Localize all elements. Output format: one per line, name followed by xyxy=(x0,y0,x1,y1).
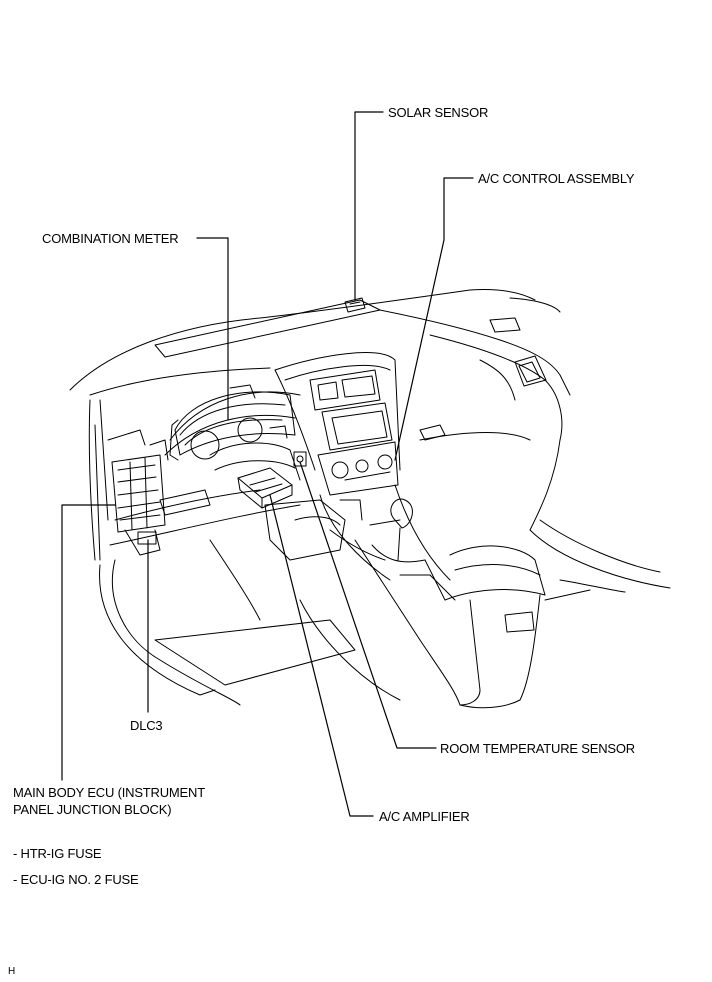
combination-meter-graphic xyxy=(169,384,296,461)
ac-amplifier-label: A/C AMPLIFIER xyxy=(379,809,470,824)
ac-amplifier-graphic xyxy=(237,467,293,509)
solar-sensor-label: SOLAR SENSOR xyxy=(388,105,489,120)
ac-control-assembly-label: A/C CONTROL ASSEMBLY xyxy=(478,171,635,186)
combination-meter-label: COMBINATION METER xyxy=(42,231,179,246)
figure-code: H xyxy=(8,966,16,977)
leader-ac-control xyxy=(394,177,474,461)
dashboard-outline xyxy=(69,289,671,709)
leader-solar-sensor xyxy=(354,111,384,301)
htr-ig-fuse-label: - HTR-IG FUSE xyxy=(13,846,102,861)
solar-sensor-graphic xyxy=(344,297,366,313)
main-body-ecu-graphic xyxy=(107,429,169,556)
main-body-ecu-label-line1: MAIN BODY ECU (INSTRUMENT xyxy=(13,785,205,800)
leader-lines xyxy=(61,111,474,817)
leader-combination-meter xyxy=(196,237,229,421)
leader-main-body-ecu xyxy=(61,504,116,781)
leader-room-temp xyxy=(299,461,437,749)
dlc3-label: DLC3 xyxy=(130,718,163,733)
room-temperature-sensor-graphic xyxy=(293,451,307,467)
ecu-ig-fuse-label: - ECU-IG NO. 2 FUSE xyxy=(13,872,139,887)
main-body-ecu-label-line2: PANEL JUNCTION BLOCK) xyxy=(13,802,172,817)
room-temperature-sensor-label: ROOM TEMPERATURE SENSOR xyxy=(440,741,635,756)
leader-ac-amplifier xyxy=(269,494,374,817)
